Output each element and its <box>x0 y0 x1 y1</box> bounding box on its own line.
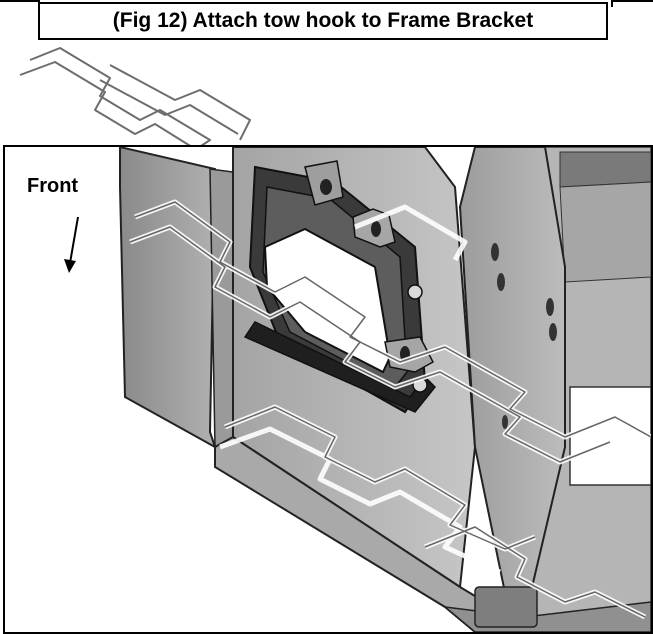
tow-hook-bracket-illustration <box>119 147 651 632</box>
bumper-bottom-pan <box>214 435 517 632</box>
bumper-end-edge <box>209 168 234 449</box>
down-left-arrow-icon <box>64 216 79 273</box>
plate-hole-3 <box>546 298 554 316</box>
plate-hole-1 <box>491 243 499 261</box>
bolt-tab-top-left <box>304 160 344 206</box>
bumper-end-panel <box>119 147 217 450</box>
rail-top-strip <box>559 151 651 188</box>
tow-hook-opening <box>263 227 392 374</box>
figure-frame: Front <box>3 145 653 634</box>
plate-hole-2 <box>497 273 505 291</box>
tow-hook-tab <box>474 586 538 628</box>
plate-hole-5 <box>502 415 508 429</box>
bolt-tab-top-right <box>352 208 396 248</box>
rail-upper-band <box>559 181 651 283</box>
watermark-overlay-outline <box>129 201 651 618</box>
plate-hole-4 <box>549 323 557 341</box>
front-direction-label: Front <box>27 175 79 197</box>
mount-bolt-1 <box>407 284 423 300</box>
top-border-right <box>611 0 653 7</box>
figure-caption-box: (Fig 12) Attach tow hook to Frame Bracke… <box>38 2 608 40</box>
figure-caption: (Fig 12) Attach tow hook to Frame Bracke… <box>112 9 534 32</box>
rail-cutout <box>569 386 651 486</box>
